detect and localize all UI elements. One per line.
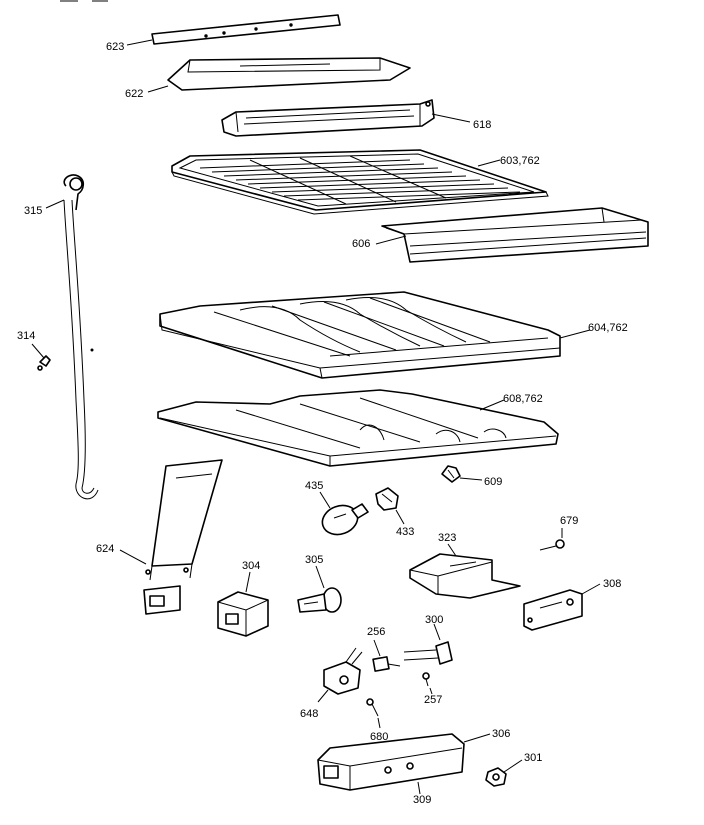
label-314: 314 bbox=[17, 330, 35, 342]
part-305-control-knob[interactable] bbox=[297, 565, 342, 613]
part-680-screw[interactable] bbox=[366, 698, 381, 729]
label-623: 623 bbox=[106, 41, 124, 53]
part-648-motor[interactable] bbox=[317, 647, 363, 703]
label-624: 624 bbox=[96, 543, 114, 555]
label-323: 323 bbox=[438, 532, 456, 544]
label-618: 618 bbox=[473, 119, 491, 131]
part-301-nut[interactable] bbox=[485, 759, 523, 787]
label-622: 622 bbox=[125, 88, 143, 100]
label-308: 308 bbox=[603, 578, 621, 590]
label-608-762: 608,762 bbox=[503, 393, 543, 405]
part-623-strip[interactable] bbox=[126, 14, 341, 46]
part-624-panel[interactable] bbox=[119, 459, 223, 615]
label-606: 606 bbox=[352, 238, 370, 250]
part-304-housing[interactable] bbox=[217, 571, 269, 637]
shelf-grille bbox=[199, 155, 521, 205]
label-256: 256 bbox=[367, 626, 385, 638]
part-618-bracket[interactable] bbox=[221, 99, 471, 137]
part-314-clip[interactable] bbox=[31, 343, 51, 371]
label-679: 679 bbox=[560, 515, 578, 527]
label-300: 300 bbox=[425, 614, 443, 626]
stray-dot bbox=[90, 348, 94, 352]
label-309: 309 bbox=[413, 794, 431, 806]
part-679-screw[interactable] bbox=[539, 528, 565, 551]
label-304: 304 bbox=[242, 560, 260, 572]
label-609: 609 bbox=[484, 476, 502, 488]
label-680: 680 bbox=[370, 731, 388, 743]
label-257: 257 bbox=[424, 694, 442, 706]
label-306: 306 bbox=[492, 728, 510, 740]
part-323-thermostat-housing[interactable] bbox=[409, 543, 521, 599]
label-604-762: 604,762 bbox=[588, 322, 628, 334]
part-433-socket[interactable] bbox=[375, 487, 405, 525]
part-603-762-glass-shelf[interactable] bbox=[171, 149, 549, 215]
part-300-connector[interactable] bbox=[403, 623, 453, 665]
part-308-bracket[interactable] bbox=[523, 583, 601, 631]
label-301: 301 bbox=[524, 752, 542, 764]
label-435: 435 bbox=[305, 480, 323, 492]
part-306-base-bracket[interactable] bbox=[317, 733, 491, 795]
part-435-light-bulb[interactable] bbox=[318, 491, 369, 539]
part-257-screw[interactable] bbox=[422, 672, 433, 695]
label-433: 433 bbox=[396, 526, 414, 538]
part-622-cover[interactable] bbox=[147, 57, 411, 93]
part-604-762-crisper-cover[interactable] bbox=[159, 291, 591, 379]
part-606-pan[interactable] bbox=[375, 207, 649, 263]
label-305: 305 bbox=[305, 554, 323, 566]
part-609-clip[interactable] bbox=[441, 465, 483, 483]
part-256-switch[interactable] bbox=[372, 639, 401, 672]
part-608-762-drip-tray[interactable] bbox=[157, 389, 559, 467]
part-315-tube[interactable] bbox=[45, 174, 99, 500]
label-603-762: 603,762 bbox=[500, 155, 540, 167]
label-648: 648 bbox=[300, 708, 318, 720]
label-315: 315 bbox=[24, 205, 42, 217]
